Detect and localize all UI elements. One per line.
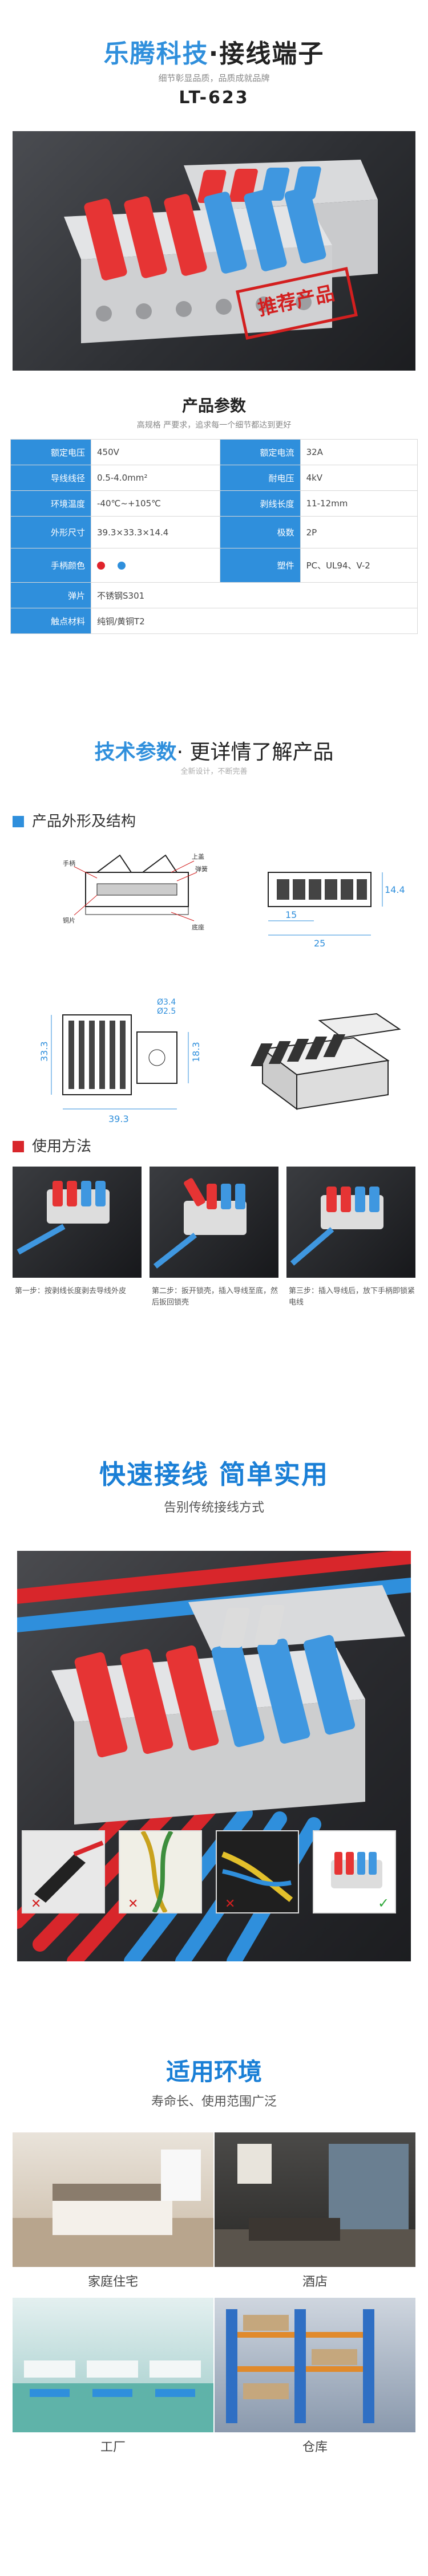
params-subtitle: 高规格 严要求，追求每一个细节都达到更好: [136, 421, 292, 430]
red-dot-icon: [97, 562, 105, 570]
params-title: 产品参数: [181, 396, 246, 415]
environment-title: 适用环境: [165, 2058, 262, 2086]
param-value: 0.5-4.0mm²: [91, 465, 220, 491]
check-icon: ✓: [378, 1895, 389, 1911]
thumb-taped-wires: ✕: [216, 1830, 299, 1913]
label-factory: 工厂: [100, 2440, 126, 2455]
usage-step-1-photo: [13, 1167, 142, 1278]
cross-icon: ✕: [31, 1897, 41, 1911]
param-key: 触点材料: [10, 608, 91, 634]
params-table: 额定电压 450V 额定电流 32A 导线线径 0.5-4.0mm² 耐电压 4…: [10, 439, 418, 634]
label-hotel: 酒店: [302, 2275, 328, 2289]
param-key: 塑件: [219, 548, 301, 583]
table-row: 手柄颜色 塑件 PC、UL94、V-2: [10, 548, 418, 583]
environment-subtitle: 寿命长、使用范围广泛: [151, 2095, 277, 2109]
param-key: 极数: [219, 516, 301, 548]
label-handle: 手柄: [63, 859, 75, 867]
dim-overall-height: 33.3: [39, 1041, 50, 1062]
param-key: 导线线径: [10, 465, 91, 491]
connector-illustration: [64, 160, 378, 343]
table-row: 弹片 不锈钢S301: [10, 582, 418, 608]
label-warehouse: 仓库: [302, 2440, 328, 2455]
top-dimension-drawing: Ø3.4 Ø2.5 33.3 18.3 39.3: [39, 998, 201, 1124]
thumb-connector: ✓: [313, 1830, 396, 1913]
param-key: 耐电压: [219, 465, 301, 491]
isometric-drawing: [251, 1013, 401, 1110]
label-spring: 弹簧: [195, 865, 208, 873]
param-value: 4kV: [300, 465, 418, 491]
quick-wiring-title: 快速接线 简单实用: [99, 1459, 329, 1490]
table-row: 环境温度 -40℃~+105℃ 剥线长度 11-12mm: [10, 490, 418, 517]
brand-separator: ·: [208, 39, 220, 68]
usage-title-text: 使用方法: [32, 1138, 92, 1155]
tech-title-b: · 更详情了解产品: [176, 741, 334, 764]
label-cover: 上盖: [192, 852, 204, 860]
dim-width1: 15: [285, 909, 297, 920]
product-name: 接线端子: [219, 39, 325, 68]
tech-title: 技术参数· 更详情了解产品: [0, 736, 428, 765]
usage-step-1-text: 第一步：按剥线长度剥去导线外皮: [15, 1287, 127, 1295]
usage-section-title: 使用方法: [13, 1135, 91, 1156]
brand-name: 乐腾科技: [103, 39, 209, 68]
photo-home: [13, 2132, 213, 2267]
shape-title-text: 产品外形及结构: [32, 813, 136, 830]
param-key: 外形尺寸: [10, 516, 91, 548]
param-value: 纯铜/黄铜T2: [91, 608, 418, 634]
param-value: 450V: [91, 439, 220, 465]
blue-square-icon: [13, 816, 24, 827]
cross-icon: ✕: [225, 1897, 235, 1911]
table-row: 导线线径 0.5-4.0mm² 耐电压 4kV: [10, 465, 418, 491]
usage-step-3-text: 第三步：插入导线后，放下手柄即锁紧电线: [289, 1287, 415, 1307]
dim-diameter2: Ø2.5: [157, 1007, 176, 1016]
dim-diameter1: Ø3.4: [157, 998, 176, 1007]
label-home: 家庭住宅: [87, 2275, 138, 2289]
side-dimension-drawing: 14.4 15 25: [268, 872, 405, 949]
table-row: 触点材料 纯铜/黄铜T2: [10, 608, 418, 634]
brand-tagline: 细节彰显品质，品质成就品牌: [158, 73, 270, 83]
dim-overall-width: 39.3: [108, 1114, 129, 1124]
red-square-icon: [13, 1141, 24, 1152]
tech-subtitle: 全新设计，不断完善: [180, 767, 248, 776]
param-key: 额定电流: [219, 439, 301, 465]
label-base: 底座: [192, 923, 204, 931]
blue-dot-icon: [118, 562, 126, 570]
photo-warehouse: [215, 2298, 415, 2432]
param-key: 手柄颜色: [10, 548, 91, 583]
param-value: 32A: [300, 439, 418, 465]
param-value: -40℃~+105℃: [91, 490, 220, 517]
param-key: 环境温度: [10, 490, 91, 517]
param-key: 剥线长度: [219, 490, 301, 517]
table-row: 外形尺寸 39.3×33.3×14.4 极数 2P: [10, 516, 418, 548]
thumb-twisted-wires: ✕: [119, 1830, 202, 1913]
photo-factory: [13, 2298, 213, 2432]
param-value: PC、UL94、V-2: [300, 548, 418, 583]
param-value: 39.3×33.3×14.4: [91, 516, 220, 548]
param-key: 弹片: [10, 582, 91, 608]
param-key: 额定电压: [10, 439, 91, 465]
usage-step-2-text: 第二步：扳开锁壳，插入导线至底，然后扳回锁壳: [152, 1287, 278, 1307]
hero-product-photo: [13, 131, 415, 371]
table-row: 额定电压 450V 额定电流 32A: [10, 439, 418, 465]
dim-height: 14.4: [385, 884, 405, 895]
label-copper: 铜片: [63, 916, 75, 924]
thumb-stripping-tool: ✕: [22, 1830, 105, 1913]
param-value: 11-12mm: [300, 490, 418, 517]
model-number: LT-623: [179, 88, 249, 108]
shape-section-title: 产品外形及结构: [13, 810, 136, 831]
usage-step-3-photo: [286, 1167, 415, 1278]
cross-icon: ✕: [128, 1897, 138, 1911]
exploded-view-drawing: 手柄 上盖 弹簧 铜片 底座: [63, 852, 208, 931]
tech-title-a: 技术参数: [94, 741, 177, 764]
brand-title: 乐腾科技·接线端子: [0, 33, 428, 70]
param-value: 不锈钢S301: [91, 582, 418, 608]
quick-wiring-subtitle: 告别传统接线方式: [163, 1501, 264, 1515]
dim-width2: 25: [314, 938, 325, 949]
param-value: 2P: [300, 516, 418, 548]
dim-inner-height: 18.3: [191, 1042, 201, 1062]
handle-colors: [91, 548, 220, 583]
photo-hotel: [215, 2132, 415, 2267]
usage-step-2-photo: [150, 1167, 278, 1278]
